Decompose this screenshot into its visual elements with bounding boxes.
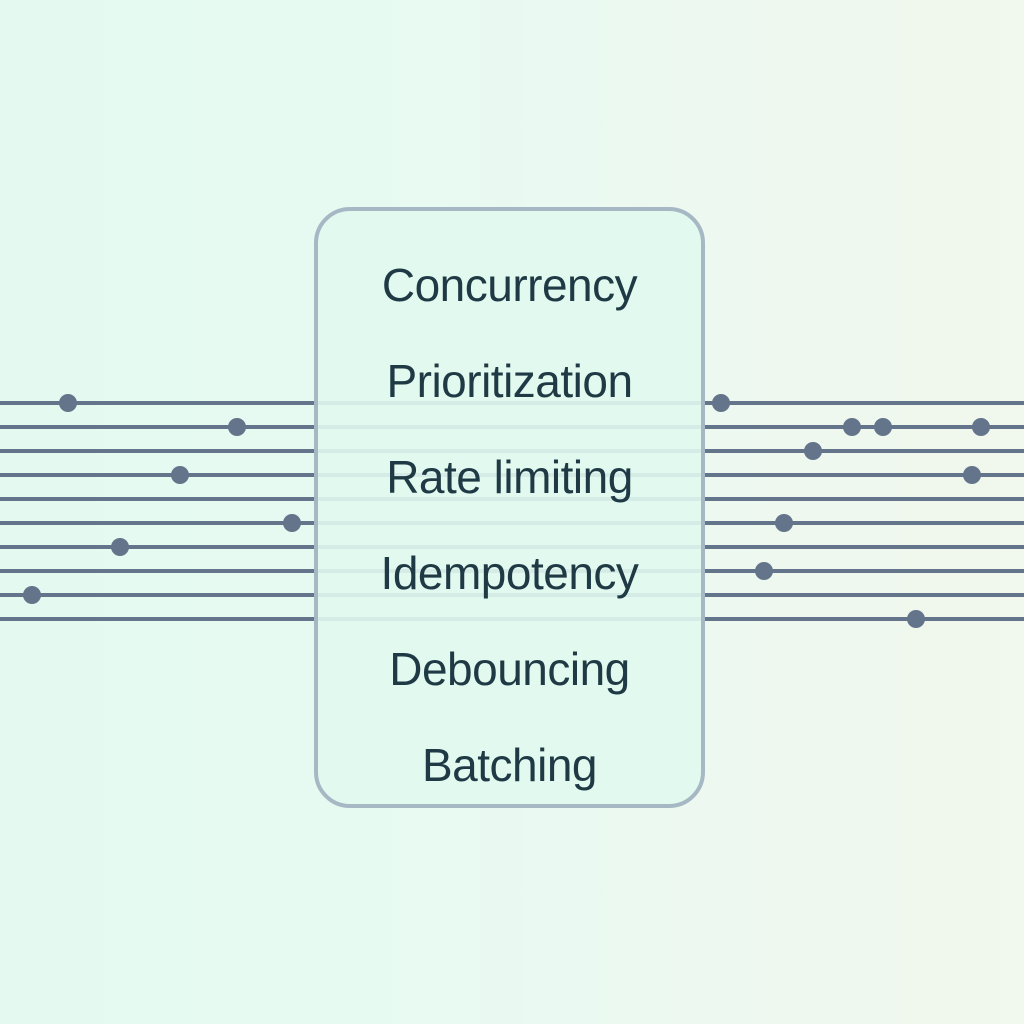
- concept-item-rate-limiting: Rate limiting: [386, 451, 633, 503]
- concept-item-concurrency: Concurrency: [381, 259, 638, 311]
- concept-item-debouncing: Debouncing: [389, 643, 630, 695]
- concept-card: Concurrency Prioritization Rate limiting…: [314, 207, 705, 808]
- flow-node-dot: [963, 466, 981, 484]
- flow-node-dot: [874, 418, 892, 436]
- flow-node-dot: [775, 514, 793, 532]
- concept-item-prioritization: Prioritization: [386, 355, 633, 407]
- flow-node-dot: [804, 442, 822, 460]
- flow-node-dot: [23, 586, 41, 604]
- flow-node-dot: [59, 394, 77, 412]
- flow-node-dot: [111, 538, 129, 556]
- flow-node-dot: [228, 418, 246, 436]
- flow-node-dot: [972, 418, 990, 436]
- flow-node-dot: [843, 418, 861, 436]
- flow-node-dot: [283, 514, 301, 532]
- flow-node-dot: [755, 562, 773, 580]
- flow-node-dot: [907, 610, 925, 628]
- concept-item-idempotency: Idempotency: [380, 547, 639, 599]
- flow-node-dot: [712, 394, 730, 412]
- flow-node-dot: [171, 466, 189, 484]
- concept-item-batching: Batching: [421, 739, 598, 791]
